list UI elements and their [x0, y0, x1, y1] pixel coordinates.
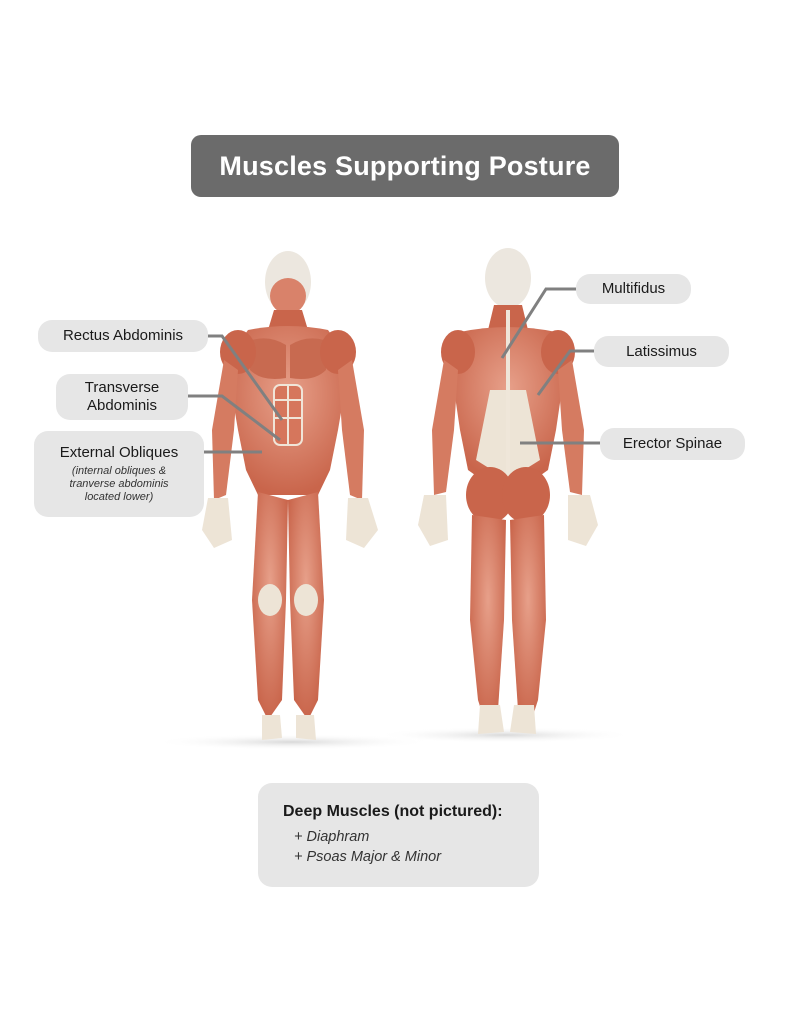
erector-spinae-label: Erector Spinae — [600, 428, 745, 460]
deep-muscles-box: Deep Muscles (not pictured): + Diaphram … — [258, 783, 539, 887]
transverse-text-1: Transverse — [84, 379, 160, 396]
transverse-abdominis-label: Transverse Abdominis — [56, 374, 188, 420]
rectus-abdominis-text: Rectus Abdominis — [62, 327, 184, 344]
latissimus-leader — [536, 349, 596, 396]
back-shadow — [375, 727, 635, 743]
title-banner: Muscles Supporting Posture — [191, 135, 619, 197]
obliques-note-line-1: (internal obliques & — [71, 465, 167, 477]
front-figure — [202, 251, 378, 740]
rectus-leader — [208, 334, 284, 421]
deep-muscles-list: + Diaphram + Psoas Major & Minor — [294, 827, 441, 867]
external-obliques-label: External Obliques (internal obliques & t… — [34, 431, 204, 517]
obliques-note-line-2: tranverse abdominis — [69, 478, 169, 490]
multifidus-label: Multifidus — [576, 274, 691, 304]
obliques-note: (internal obliques & tranverse abdominis… — [69, 465, 168, 504]
rectus-abdominis-label: Rectus Abdominis — [38, 320, 208, 352]
transverse-text-2: Abdominis — [86, 397, 158, 414]
obliques-note-line-3: located lower) — [84, 491, 154, 503]
page-title: Muscles Supporting Posture — [219, 150, 591, 181]
multifidus-text: Multifidus — [601, 280, 666, 297]
external-obliques-text: External Obliques — [59, 444, 179, 461]
deep-muscles-heading: Deep Muscles (not pictured): — [283, 803, 503, 820]
back-figure — [418, 248, 598, 734]
multifidus-leader — [500, 287, 578, 359]
latissimus-text: Latissimus — [626, 342, 697, 360]
leader-lines — [188, 287, 602, 454]
front-shadow — [152, 734, 432, 750]
deep-muscle-item-1: + Diaphram — [294, 829, 370, 845]
deep-muscle-item-2: + Psoas Major & Minor — [294, 849, 442, 865]
transverse-leader — [188, 394, 281, 442]
erector-spinae-text: Erector Spinae — [622, 435, 723, 452]
latissimus-label: Latissimus — [594, 336, 729, 367]
